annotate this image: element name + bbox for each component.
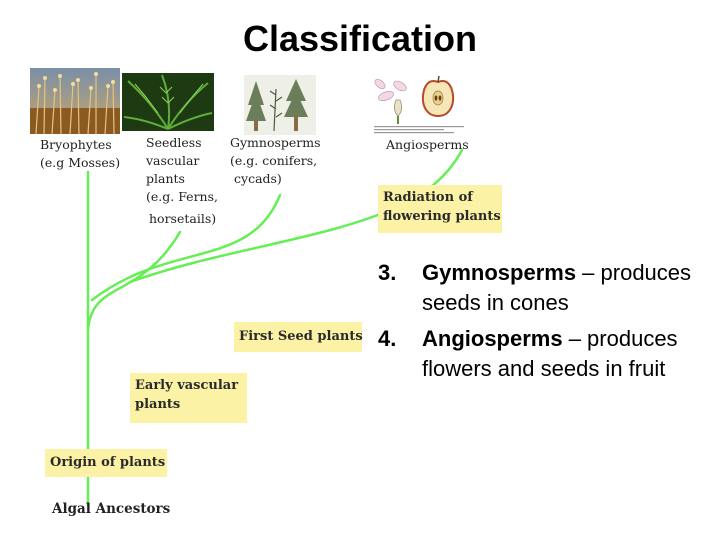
list-item-gymnosperms: 3. Gymnosperms – produces seeds in cones: [378, 258, 708, 318]
list-description: – produces seeds in cones: [422, 260, 692, 315]
list-term: Gymnosperms: [422, 260, 577, 285]
conifer-photo: [244, 75, 316, 135]
flower-apple-photo: [372, 74, 466, 136]
list-item-angiosperms: 4. Angiosperms – produces flowers and se…: [378, 324, 708, 384]
list-description: – produces flowers and seeds in fruit: [422, 326, 678, 381]
radiation-of-flowering-plants-label: Radiation of flowering plants: [378, 185, 502, 233]
algal-ancestors-label: Algal Ancestors: [52, 501, 171, 517]
angiosperms-label: Angiosperms: [386, 137, 469, 152]
moss-photo: [30, 68, 120, 134]
list-term: Angiosperms: [422, 326, 563, 351]
gymnosperm-branch: [90, 193, 282, 302]
seedless-branch: [86, 230, 182, 332]
bryophytes-label: Bryophytes (e.g Mosses): [40, 137, 121, 170]
classification-list: 3. Gymnosperms – produces seeds in cones…: [378, 258, 708, 390]
list-number: 4.: [378, 326, 397, 351]
list-number: 3.: [378, 260, 397, 285]
origin-of-plants-label: Origin of plants: [45, 449, 167, 477]
fern-photo: [122, 73, 214, 131]
seedless-vascular-label: Seedless vascular plants (e.g. Ferns, ho…: [146, 135, 218, 226]
early-vascular-plants-label: Early vascular plants: [130, 373, 247, 423]
angiosperm-branch: [128, 148, 464, 284]
slide-title: Classification: [242, 18, 478, 59]
gymnosperms-label: Gymnosperms (e.g. conifers, cycads): [230, 135, 321, 186]
first-seed-plants-label: First Seed plants: [234, 322, 363, 352]
